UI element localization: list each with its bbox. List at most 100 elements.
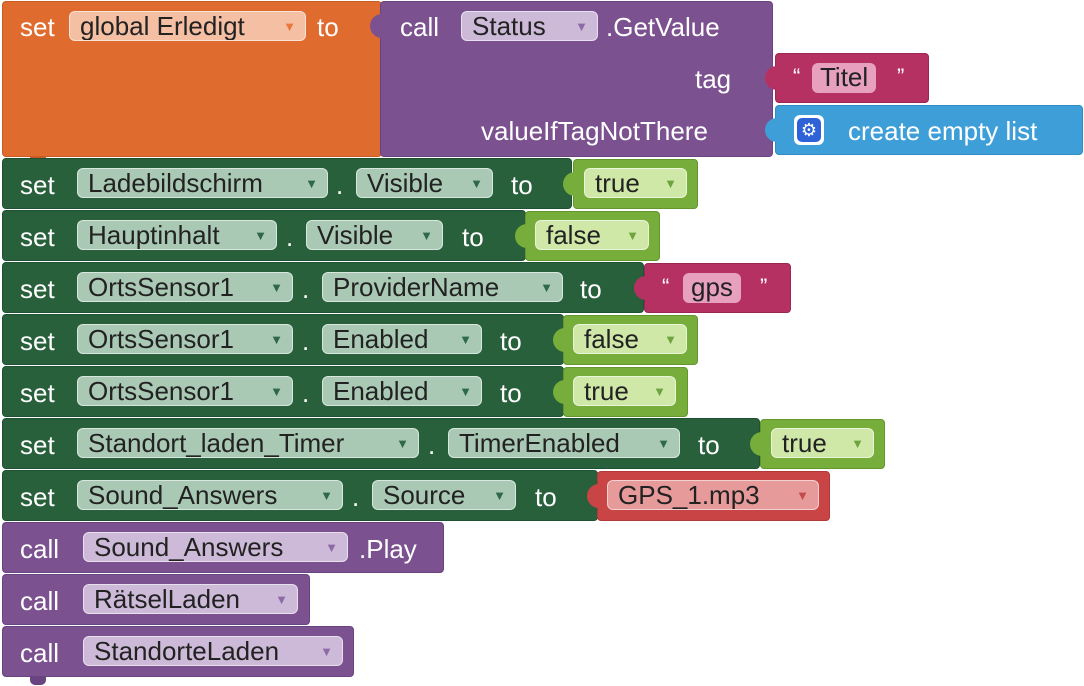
socket-connector xyxy=(515,224,527,248)
global-variable-dropdown[interactable]: global Erledigt ▼ xyxy=(69,11,306,41)
component-dropdown[interactable]: Hauptinhalt ▼ xyxy=(77,220,277,250)
property-name: Visible xyxy=(317,220,394,250)
gear-icon[interactable]: ⚙ xyxy=(794,115,824,145)
property-dropdown[interactable]: Enabled ▼ xyxy=(322,324,482,354)
component-name: Sound_Answers xyxy=(88,480,278,510)
dot-separator: . xyxy=(302,326,310,356)
component-name: OrtsSensor1 xyxy=(88,376,234,406)
property-name: Visible xyxy=(367,168,444,198)
to-keyword: to xyxy=(500,326,522,356)
set-keyword: set xyxy=(20,222,55,252)
dot-separator: . xyxy=(302,274,310,304)
socket-connector xyxy=(750,432,762,456)
component-dropdown[interactable]: OrtsSensor1 ▼ xyxy=(77,376,293,406)
to-keyword: to xyxy=(511,170,533,200)
create-empty-list-block[interactable] xyxy=(775,105,1083,155)
to-keyword: to xyxy=(535,482,557,512)
text-field[interactable]: gps xyxy=(683,273,741,303)
get-value-method: .GetValue xyxy=(606,12,720,42)
dot-separator: . xyxy=(286,222,294,252)
component-dropdown[interactable]: Standort_laden_Timer ▼ xyxy=(77,428,419,458)
asset-dropdown[interactable]: GPS_1.mp3 ▼ xyxy=(607,480,819,510)
component-name: Hauptinhalt xyxy=(88,220,220,250)
logic-dropdown[interactable]: false ▼ xyxy=(535,220,649,250)
call-target-dropdown[interactable]: StandorteLaden ▼ xyxy=(83,636,343,666)
socket-connector xyxy=(553,328,565,352)
logic-dropdown[interactable]: true ▼ xyxy=(573,376,676,406)
chevron-down-icon: ▼ xyxy=(320,644,333,659)
chevron-down-icon: ▼ xyxy=(270,280,283,295)
tag-text-field[interactable]: Titel xyxy=(812,63,877,93)
dot-separator: . xyxy=(336,170,344,200)
chevron-down-icon: ▼ xyxy=(270,332,283,347)
set-keyword: set xyxy=(20,12,55,42)
chevron-down-icon: ▼ xyxy=(664,332,677,347)
call-target-dropdown[interactable]: Sound_Answers ▼ xyxy=(83,532,348,562)
component-name: OrtsSensor1 xyxy=(88,324,234,354)
close-quote: ” xyxy=(760,274,768,299)
socket-connector xyxy=(553,380,565,404)
logic-value: false xyxy=(546,220,601,250)
value-if-tag-not-there-label: valueIfTagNotThere xyxy=(481,116,708,146)
component-dropdown[interactable]: Sound_Answers ▼ xyxy=(77,480,343,510)
component-name: Ladebildschirm xyxy=(88,168,263,198)
component-name: OrtsSensor1 xyxy=(88,272,234,302)
chevron-down-icon: ▼ xyxy=(626,228,639,243)
property-dropdown[interactable]: ProviderName ▼ xyxy=(322,272,563,302)
chevron-down-icon: ▼ xyxy=(396,436,409,451)
call-keyword: call xyxy=(20,534,60,564)
logic-dropdown[interactable]: false ▼ xyxy=(573,324,687,354)
property-dropdown[interactable]: Visible ▼ xyxy=(306,220,443,250)
property-name: Enabled xyxy=(333,376,429,406)
to-keyword: to xyxy=(317,12,339,42)
to-keyword: to xyxy=(580,274,602,304)
property-dropdown[interactable]: Visible ▼ xyxy=(356,168,493,198)
property-name: Enabled xyxy=(333,324,429,354)
chevron-down-icon: ▼ xyxy=(270,384,283,399)
chevron-down-icon: ▼ xyxy=(275,592,288,607)
text-value: gps xyxy=(691,272,733,302)
component-dropdown[interactable]: OrtsSensor1 ▼ xyxy=(77,324,293,354)
socket-connector xyxy=(765,118,777,142)
dot-separator: . xyxy=(428,430,436,460)
component-name: Standort_laden_Timer xyxy=(88,428,345,458)
chevron-down-icon: ▼ xyxy=(283,19,296,34)
chevron-down-icon: ▼ xyxy=(657,436,670,451)
to-keyword: to xyxy=(698,430,720,460)
chevron-down-icon: ▼ xyxy=(420,228,433,243)
socket-connector xyxy=(634,276,646,300)
chevron-down-icon: ▼ xyxy=(575,19,588,34)
call-keyword: call xyxy=(400,12,440,42)
status-component-name: Status xyxy=(472,11,546,41)
dot-separator: . xyxy=(302,378,310,408)
component-dropdown[interactable]: OrtsSensor1 ▼ xyxy=(77,272,293,302)
set-keyword: set xyxy=(20,378,55,408)
component-dropdown[interactable]: Ladebildschirm ▼ xyxy=(77,168,328,198)
call-target-dropdown[interactable]: RätselLaden ▼ xyxy=(83,584,298,614)
to-keyword: to xyxy=(500,378,522,408)
socket-connector xyxy=(587,484,599,508)
property-dropdown[interactable]: TimerEnabled ▼ xyxy=(448,428,680,458)
chevron-down-icon: ▼ xyxy=(325,540,338,555)
property-name: TimerEnabled xyxy=(459,428,620,458)
call-keyword: call xyxy=(20,586,60,616)
set-keyword: set xyxy=(20,274,55,304)
logic-dropdown[interactable]: true ▼ xyxy=(584,168,687,198)
call-keyword: call xyxy=(20,638,60,668)
chevron-down-icon: ▼ xyxy=(470,176,483,191)
chevron-down-icon: ▼ xyxy=(851,436,864,451)
property-dropdown[interactable]: Source ▼ xyxy=(372,480,516,510)
chevron-down-icon: ▼ xyxy=(493,488,506,503)
property-dropdown[interactable]: Enabled ▼ xyxy=(322,376,482,406)
asset-value: GPS_1.mp3 xyxy=(618,480,760,510)
call-target-name: Sound_Answers xyxy=(94,532,284,562)
play-method: .Play xyxy=(359,534,417,564)
chevron-down-icon: ▼ xyxy=(459,332,472,347)
chevron-down-icon: ▼ xyxy=(664,176,677,191)
call-target-name: StandorteLaden xyxy=(94,636,280,666)
global-variable-name: global Erledigt xyxy=(80,11,245,41)
create-empty-list-label: create empty list xyxy=(848,116,1038,146)
chevron-down-icon: ▼ xyxy=(540,280,553,295)
status-component-dropdown[interactable]: Status ▼ xyxy=(461,11,598,41)
logic-dropdown[interactable]: true ▼ xyxy=(771,428,874,458)
